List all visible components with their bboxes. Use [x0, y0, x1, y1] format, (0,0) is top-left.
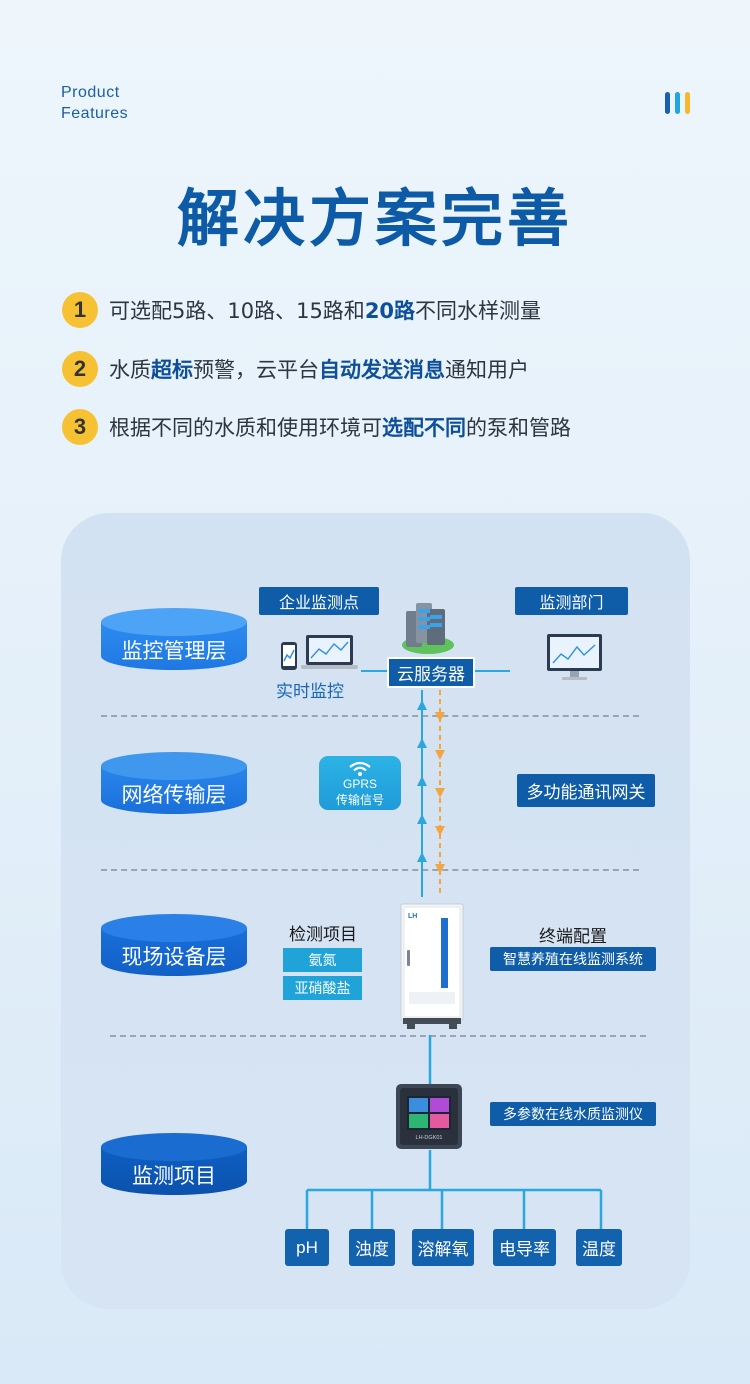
- probe-temperature: 温度: [576, 1229, 622, 1266]
- product-line: Product: [61, 84, 120, 101]
- feature-text: 预警，云平台: [193, 358, 319, 382]
- probe-dissolved-oxygen: 溶解氧: [412, 1229, 474, 1266]
- probe-conductivity: 电导率: [493, 1229, 556, 1266]
- badge-number: 1: [62, 292, 98, 328]
- feature-text: 可选配5路、10路、15路和: [109, 299, 365, 323]
- feature-item-3: 3 根据不同的水质和使用环境可选配不同的泵和管路: [62, 408, 571, 446]
- badge-number: 2: [62, 351, 98, 387]
- feature-text: 根据不同的水质和使用环境可: [109, 416, 382, 440]
- layer-network-transmission: 网络传输层: [101, 752, 247, 828]
- item-tag-nitrite: 亚硝酸盐: [283, 976, 362, 1000]
- accent-bars-icon: [665, 92, 691, 114]
- feature-highlight: 选配不同: [382, 416, 466, 440]
- features-line: Features: [61, 105, 129, 122]
- cabinet-brand-text: LH: [408, 913, 417, 920]
- page-title: 解决方案完善: [176, 182, 573, 255]
- product-features-label: Product Features: [61, 82, 128, 124]
- enterprise-tag: 企业监测点: [259, 587, 379, 615]
- server-cloud-icon: [402, 603, 454, 654]
- feature-text: 不同水样测量: [415, 299, 542, 323]
- gprs-label: GPRS: [342, 777, 377, 791]
- gprs-signal-badge: GPRS 传输信号: [319, 756, 401, 810]
- layer-monitoring-items: 监测项目: [101, 1133, 247, 1209]
- phone-icon: [281, 642, 297, 670]
- meter-tag: 多参数在线水质监测仪: [490, 1102, 656, 1126]
- feature-highlight: 自动发送消息: [319, 358, 445, 382]
- badge-number: 3: [62, 409, 98, 445]
- terminal-title: 终端配置: [539, 927, 607, 947]
- realtime-monitor-label: 实时监控: [276, 682, 344, 702]
- meter-model-text: LH-DGK01: [416, 1135, 443, 1141]
- separator: [110, 1035, 646, 1037]
- monitor-icon: [547, 634, 602, 680]
- feature-highlight: 20路: [364, 299, 416, 323]
- gprs-sub-label: 传输信号: [335, 793, 384, 807]
- feature-text: 的泵和管路: [466, 416, 571, 440]
- items-title: 检测项目: [289, 925, 357, 945]
- cloud-server-tag: 云服务器: [387, 657, 475, 688]
- terminal-system-tag: 智慧养殖在线监测系统: [490, 947, 656, 971]
- feature-text: 水质: [109, 358, 151, 382]
- water-quality-meter-icon: LH-DGK01: [396, 1084, 462, 1149]
- cabinet-icon: LH: [400, 903, 464, 1029]
- layer-field-equipment: 现场设备层: [101, 914, 247, 990]
- item-tag-ammonia: 氨氮: [283, 948, 362, 972]
- feature-text: 通知用户: [445, 358, 529, 382]
- layer-monitor-management: 监控管理层: [101, 608, 247, 684]
- probe-ph: pH: [285, 1229, 329, 1266]
- separator: [101, 715, 639, 717]
- separator: [101, 869, 639, 871]
- dept-tag: 监测部门: [515, 587, 628, 615]
- laptop-icon: [301, 635, 358, 669]
- gateway-tag: 多功能通讯网关: [517, 774, 655, 807]
- feature-highlight: 超标: [151, 358, 193, 382]
- feature-item-2: 2 水质超标预警，云平台自动发送消息通知用户: [62, 350, 529, 388]
- probe-turbidity: 浊度: [349, 1229, 395, 1266]
- wifi-icon: [349, 761, 371, 776]
